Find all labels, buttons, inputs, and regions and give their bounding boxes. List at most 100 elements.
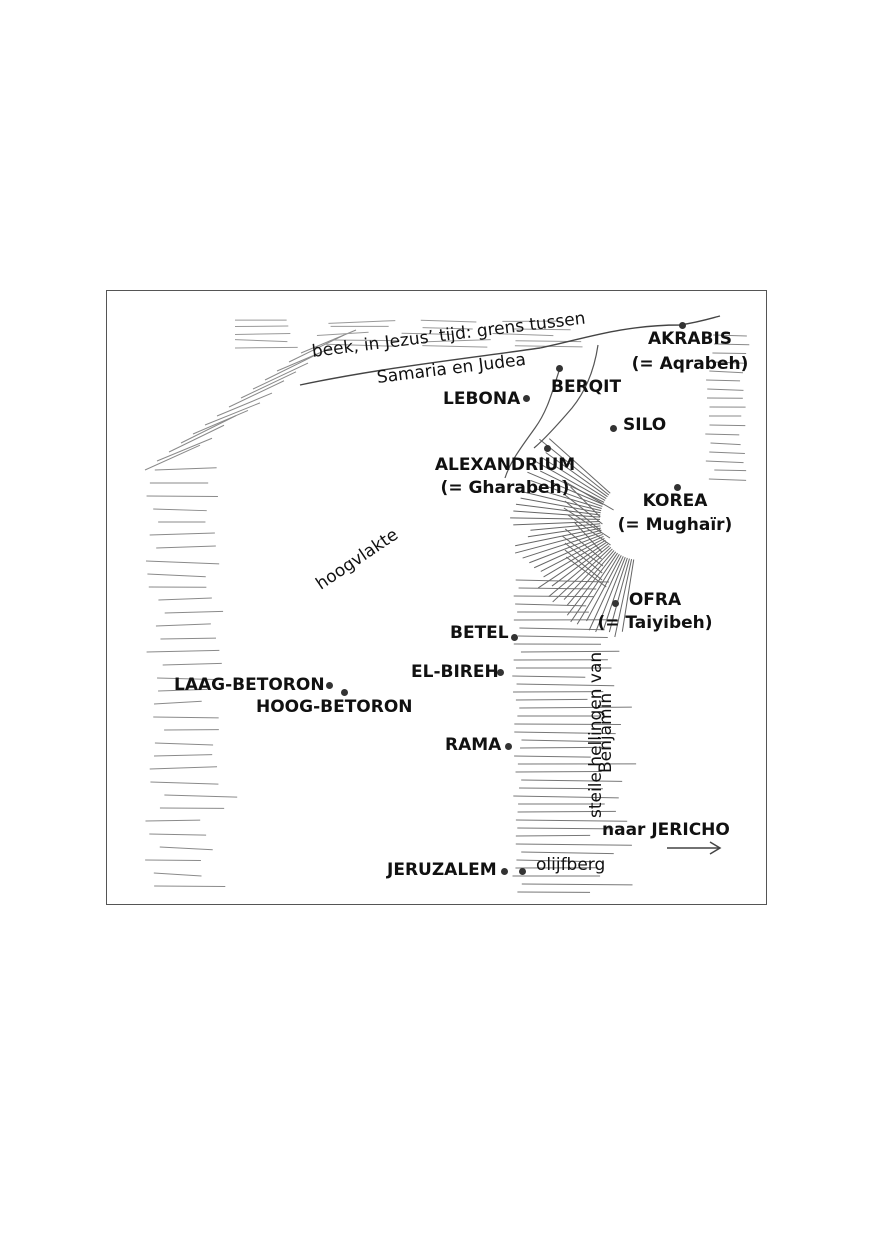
hatch-stroke	[527, 471, 604, 505]
hatch-stroke	[532, 459, 606, 501]
hatch-stroke	[316, 331, 369, 337]
lebona-label: LEBONA	[443, 389, 521, 409]
hoog-betoron-dot	[341, 689, 348, 696]
akrabis-alt-name: (= Aqrabeh)	[631, 354, 749, 374]
hatch-stroke	[563, 548, 613, 600]
hatch-stroke	[228, 380, 285, 408]
hatch-stroke	[534, 487, 602, 509]
hatch-stroke	[603, 557, 628, 630]
hatch-stroke	[146, 495, 218, 498]
hatch-stroke	[513, 510, 601, 518]
hatch-stroke	[160, 637, 217, 640]
hatch-stroke	[515, 819, 628, 822]
hatch-stroke	[515, 489, 602, 512]
ofra-dot	[612, 600, 619, 607]
hatch-stroke	[513, 328, 571, 331]
hatch-stroke	[712, 361, 745, 364]
hatch-stroke	[564, 542, 603, 574]
hatch-stroke	[595, 557, 626, 633]
arrow-head	[709, 841, 722, 855]
hatch-stroke	[513, 595, 594, 598]
hatch-stroke	[570, 552, 618, 623]
hatch-stroke	[561, 535, 604, 567]
hatch-stroke	[566, 551, 617, 616]
hatch-stroke	[153, 716, 219, 719]
laag-betoron-dot	[326, 682, 333, 689]
hatch-stroke	[527, 525, 601, 538]
korea-hatching	[510, 438, 635, 638]
hatch-stroke	[276, 347, 333, 372]
hatch-stroke	[520, 650, 620, 653]
hatch-stroke	[234, 332, 291, 336]
hatch-stroke	[162, 662, 222, 666]
hatch-stroke	[551, 543, 609, 587]
alexandrium-dot	[544, 445, 551, 452]
hatch-stroke	[710, 442, 741, 446]
jericho-label: naar JERICHO	[602, 820, 730, 840]
hatch-stroke	[422, 345, 488, 348]
hatch-stroke	[705, 433, 740, 436]
hatch-stroke	[145, 819, 201, 822]
hatch-stroke	[573, 521, 603, 553]
hatch-stroke	[521, 883, 633, 886]
hatch-stroke	[713, 343, 750, 346]
olijfberg-label: olijfberg	[536, 855, 606, 875]
hatch-stroke	[158, 688, 208, 692]
lebona-dot	[523, 395, 530, 402]
hatch-stroke	[564, 549, 603, 581]
hatch-stroke	[156, 545, 216, 549]
hatch-stroke	[552, 547, 612, 603]
rama-label: RAMA	[445, 735, 502, 755]
berqit-dot	[556, 365, 563, 372]
hatch-stroke	[518, 587, 597, 590]
silo-dot	[610, 425, 617, 432]
hatch-stroke	[608, 558, 630, 633]
hatch-stroke	[216, 392, 273, 417]
silo-label: SILO	[623, 415, 667, 435]
hatch-stroke	[512, 675, 586, 678]
hatch-stroke	[150, 781, 219, 785]
hatch-stroke	[519, 627, 605, 631]
hatch-stroke	[168, 424, 225, 453]
hatch-stroke	[563, 507, 611, 539]
hatch-stroke	[530, 523, 601, 531]
hatch-stroke	[561, 479, 614, 511]
hatch-stroke	[515, 770, 602, 773]
hatch-stroke	[515, 843, 632, 846]
hatch-stroke	[705, 460, 744, 464]
hatch-stroke	[539, 470, 605, 503]
hatch-stroke	[707, 388, 744, 391]
hatch-stroke	[515, 503, 601, 516]
hatch-stroke	[709, 370, 744, 374]
laag-betoron-label: LAAG-BETORON	[174, 675, 325, 695]
hatch-stroke	[234, 339, 288, 343]
hatch-stroke	[153, 700, 202, 705]
hatch-stroke	[566, 550, 615, 606]
korea-name: KOREA	[642, 491, 708, 511]
hatch-stroke	[515, 579, 610, 583]
berqit-label: BERQIT	[551, 377, 622, 397]
hatch-stroke	[517, 810, 616, 813]
hatch-stroke	[567, 514, 611, 546]
el-bireh-label: EL-BIREH	[411, 662, 499, 682]
korea-dot	[674, 484, 681, 491]
hatch-stroke	[157, 677, 215, 681]
hatch-stroke	[331, 339, 400, 342]
hatch-stroke	[192, 409, 249, 435]
hatch-stroke	[252, 362, 309, 390]
hatch-stroke	[159, 846, 213, 851]
hatch-stroke	[520, 746, 611, 749]
hatch-stroke	[510, 517, 601, 520]
hatch-stroke	[154, 754, 213, 757]
hatch-stroke	[614, 558, 633, 638]
plateau-edge-hatching	[144, 329, 357, 888]
hatch-stroke	[158, 597, 212, 601]
hatch-stroke	[149, 766, 218, 770]
hatch-stroke	[521, 779, 623, 782]
akrabis-dot	[679, 322, 686, 329]
hoog-betoron-label: HOOG-BETORON	[256, 697, 413, 717]
hatch-stroke	[422, 327, 473, 330]
akrabis-name: AKRABIS	[647, 329, 733, 349]
jeruzalem-dot	[501, 868, 508, 875]
hatch-stroke	[543, 539, 606, 578]
